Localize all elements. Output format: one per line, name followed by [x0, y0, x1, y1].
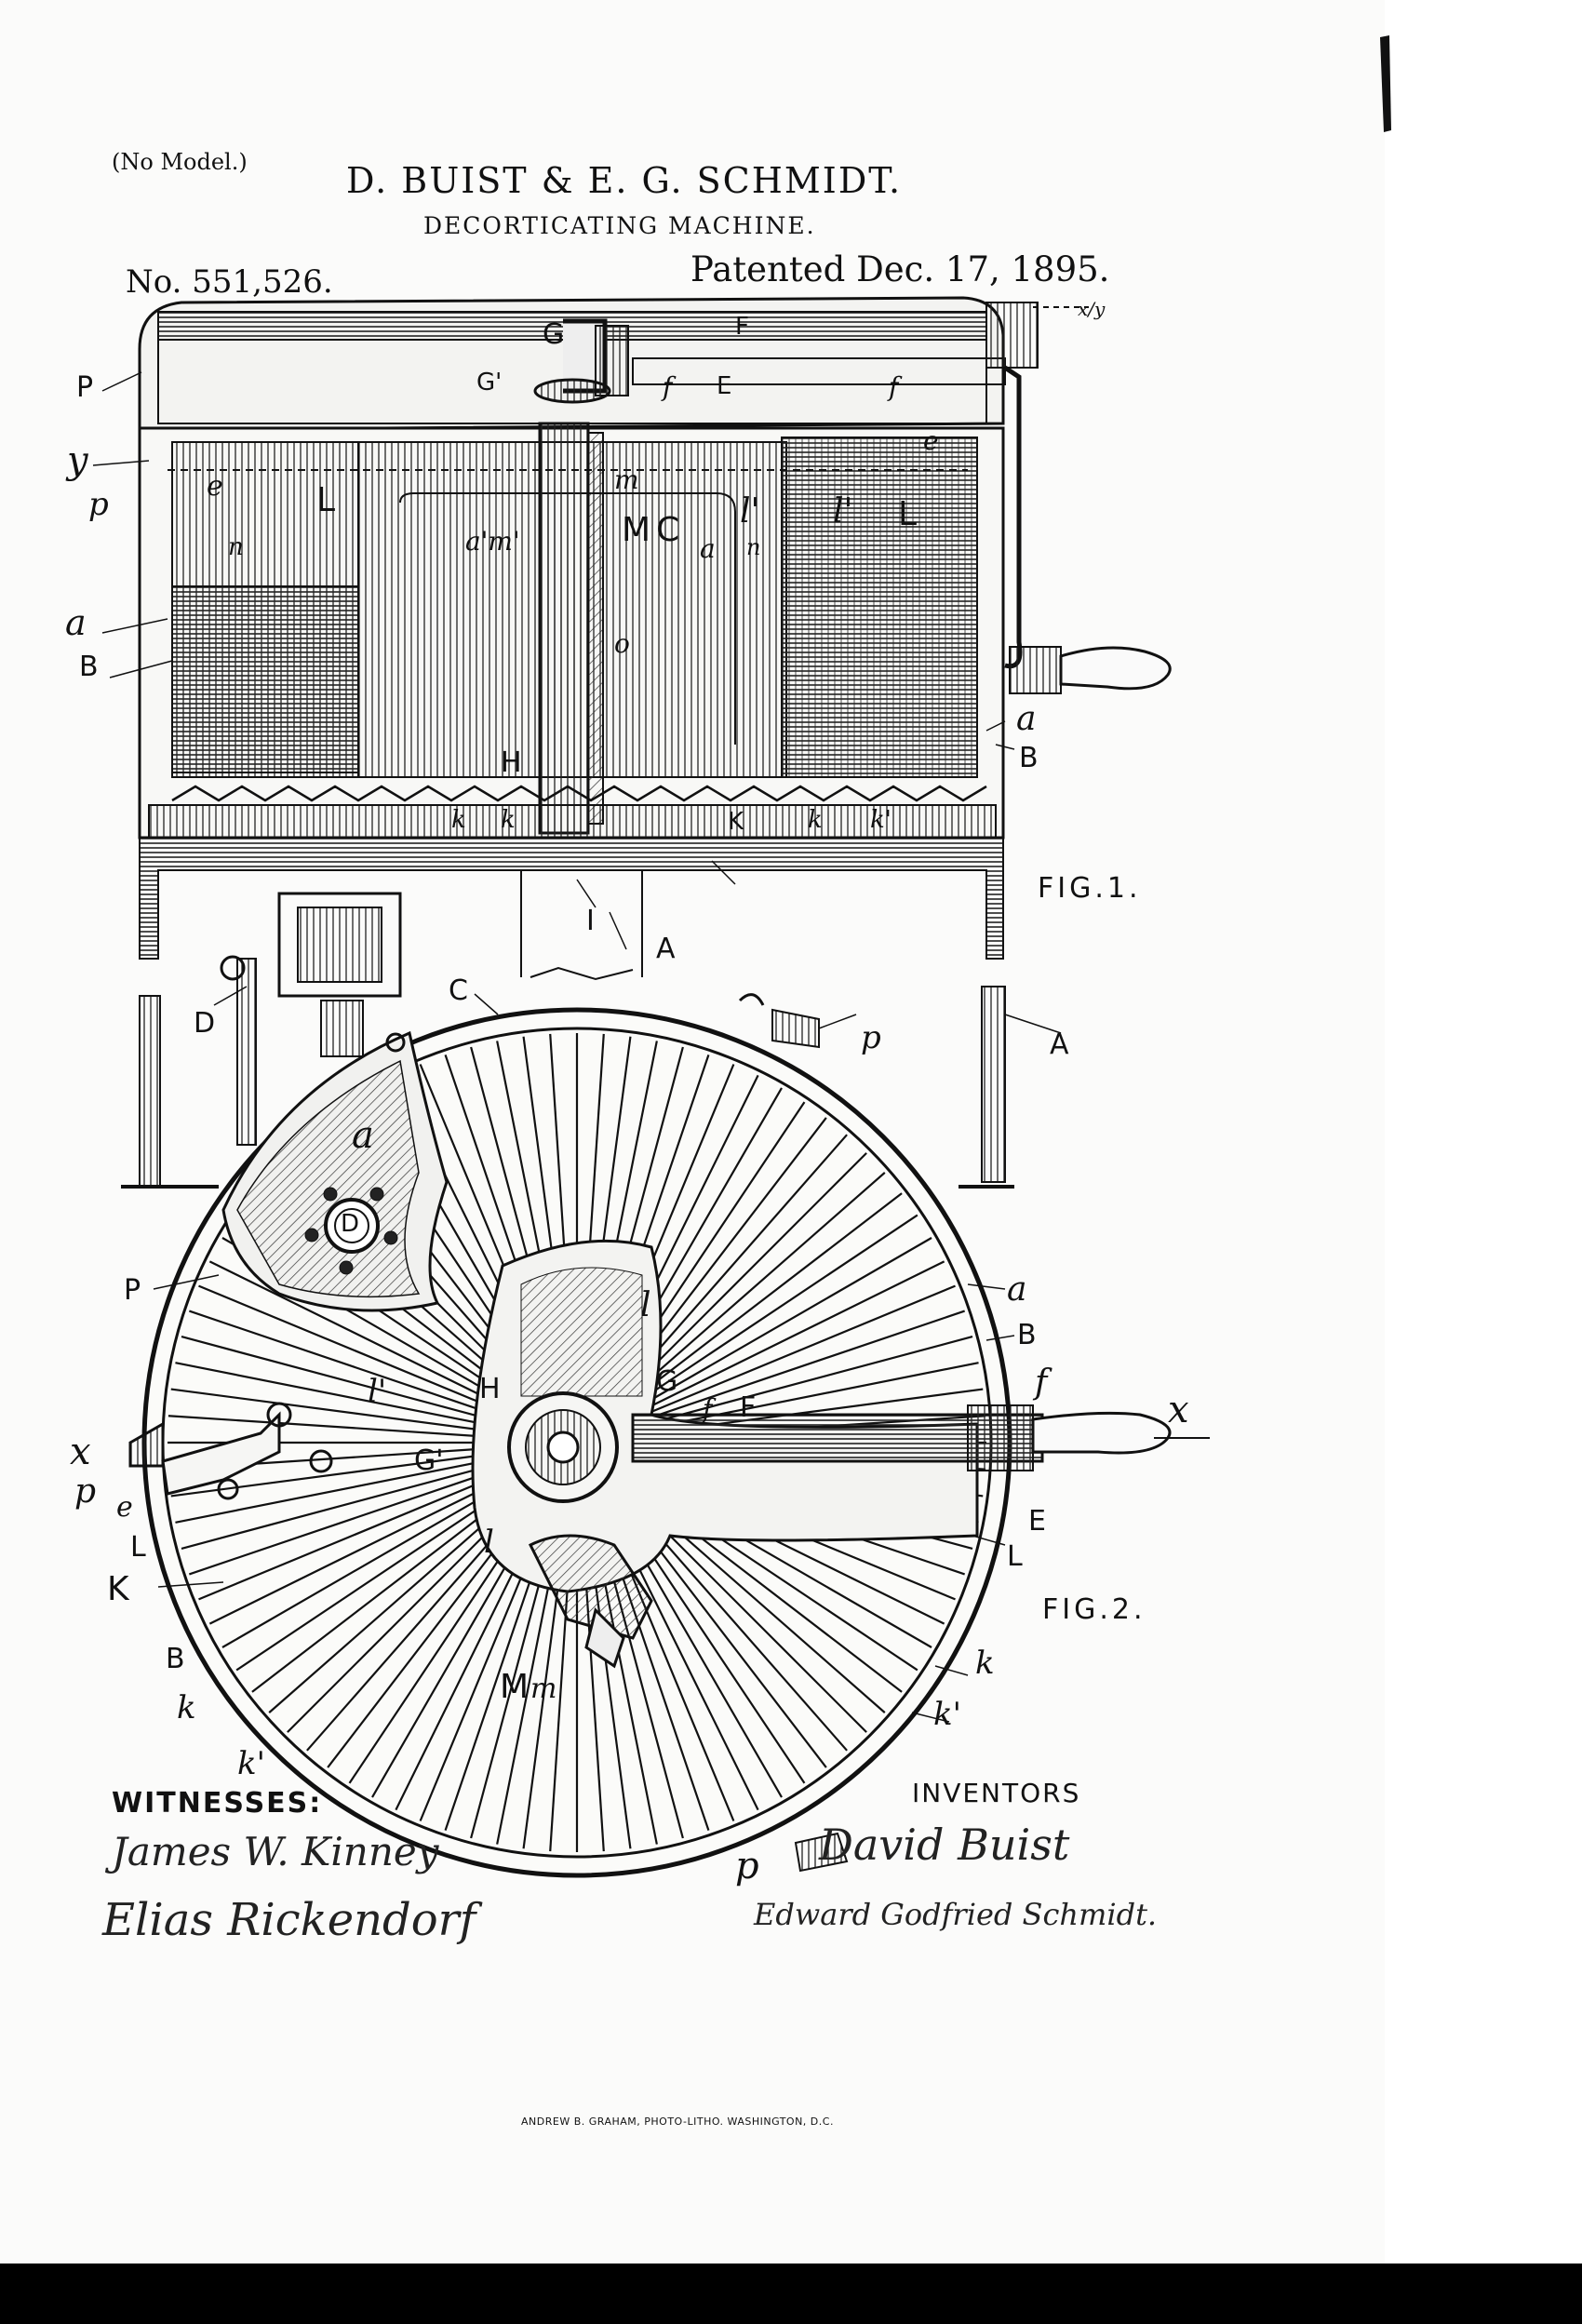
fig1-label-L-right: L	[898, 495, 918, 533]
fig2-label-x-right: x	[1168, 1389, 1189, 1431]
fig1-caption: FIG.1.	[1038, 872, 1142, 905]
fig1-label-x-over-y: x/y	[1078, 298, 1106, 320]
fig1-label-k2: k	[501, 806, 516, 834]
fig1-label-a-left: a	[65, 602, 87, 643]
fig2-label-K: K	[107, 1570, 129, 1608]
fig1-label-G-prime: G'	[476, 369, 503, 396]
fig2-label-k-left: k	[177, 1689, 196, 1726]
fig2-label-k-prime-bottom: k'	[237, 1745, 265, 1782]
fig2-label-B-left: B	[166, 1643, 185, 1675]
fig2-label-p-left: p	[74, 1472, 97, 1511]
fig1-label-o: o	[614, 628, 630, 659]
engraver-credit: ANDREW B. GRAHAM, PHOTO-LITHO. WASHINGTO…	[521, 2116, 834, 2128]
fig1-label-n-left: n	[228, 533, 244, 561]
inventors-title: D. BUIST & E. G. SCHMIDT.	[346, 160, 903, 201]
fig1-label-e-right: e	[923, 425, 939, 456]
scan-border	[0, 2264, 1582, 2324]
fig1-label-p: p	[88, 486, 109, 523]
fig1-label-M: M	[622, 511, 651, 549]
fig1-label-f-right: f	[889, 371, 899, 402]
patent-number: No. 551,526.	[126, 263, 333, 301]
fig1-label-l-prime: l'	[740, 492, 760, 531]
fig1-label-m-top: m	[614, 464, 639, 495]
fig1-label-a-right: a	[1016, 700, 1037, 738]
fig2-label-G: G	[656, 1365, 678, 1398]
fig1-label-a-prime-m-prime: a'm'	[465, 526, 520, 557]
fig1-label-A-mid: A	[656, 933, 676, 965]
fig2-label-p-bottom: p	[735, 1845, 759, 1887]
fig2-label-E: E	[1028, 1505, 1046, 1538]
fig1-label-a-mid: a	[700, 533, 716, 564]
fig2-label-x-left: x	[70, 1431, 91, 1473]
page-margin	[1385, 0, 1582, 2264]
fig2-label-L-right: L	[1007, 1540, 1023, 1573]
inventor-signature-1: David Buist	[819, 1820, 1070, 1870]
fig1-label-P: P	[76, 371, 94, 404]
fig1-label-f-left: f	[663, 371, 673, 402]
fig1-label-k-prime: k'	[870, 806, 892, 834]
patent-date: Patented Dec. 17, 1895.	[690, 249, 1110, 289]
no-model-note: (No Model.)	[112, 149, 248, 175]
fig2-label-B-right: B	[1017, 1319, 1037, 1351]
fig2-label-G-prime: G'	[414, 1444, 444, 1477]
fig2-label-f-center: f	[703, 1393, 713, 1424]
fig2-label-a-right: a	[1007, 1270, 1027, 1309]
fig1-label-l-prime-right: l'	[833, 492, 853, 531]
fig2-drawing	[128, 993, 1210, 1878]
fig1-label-k3: k	[808, 806, 823, 834]
fig2-label-C: C	[449, 974, 468, 1007]
fig2-caption: FIG.2.	[1042, 1593, 1146, 1626]
fig1-label-K: K	[728, 808, 744, 836]
fig1-label-F: F	[735, 313, 749, 341]
fig2-label-F: F	[740, 1391, 757, 1424]
fig1-label-B-left: B	[79, 651, 99, 683]
witness-signature-2: Elias Rickendorf	[102, 1894, 476, 1946]
machine-title: DECORTICATING MACHINE.	[423, 212, 816, 239]
witness-signature-1: James W. Kinney	[112, 1829, 439, 1874]
fig1-label-k1: k	[451, 806, 466, 834]
inventors-heading: INVENTORS	[912, 1778, 1081, 1808]
fig1-label-D: D	[194, 1007, 216, 1040]
fig2-label-m: m	[530, 1672, 557, 1705]
scan-mark	[1380, 35, 1391, 132]
fig2-label-l-lower: l	[484, 1524, 494, 1561]
fig2-label-H: H	[479, 1373, 501, 1405]
fig2-label-k-prime-right: k'	[933, 1696, 961, 1733]
fig1-label-y: y	[67, 439, 88, 482]
fig1-label-H: H	[501, 746, 522, 779]
fig2-label-f-right: f	[1035, 1364, 1048, 1402]
fig1-label-A-right: A	[1050, 1028, 1069, 1061]
fig1-drawing	[121, 296, 1172, 1189]
fig1-label-I: I	[586, 905, 595, 937]
fig1-label-B-right: B	[1019, 742, 1039, 774]
fig1-label-C: C	[656, 511, 680, 549]
fig1-label-n-mid: n	[746, 534, 761, 560]
fig2-label-e-left: e	[116, 1491, 133, 1524]
fig2-label-L-left: L	[130, 1531, 146, 1564]
fig2-label-l-top: l	[640, 1286, 651, 1324]
fig1-label-e-left: e	[207, 470, 223, 503]
fig2-label-l-prime: l'	[368, 1373, 387, 1410]
fig1-label-E: E	[717, 372, 732, 400]
fig2-label-P: P	[124, 1274, 141, 1307]
label-leader-lines	[92, 371, 1062, 1723]
inventor-signature-2: Edward Godfried Schmidt.	[754, 1897, 1158, 1932]
fig2-label-D: D	[341, 1210, 360, 1238]
fig2-label-p-top: p	[861, 1019, 881, 1056]
fig2-label-k-right: k	[975, 1645, 995, 1682]
fig1-label-G-top: G	[543, 318, 565, 351]
fig2-label-M: M	[500, 1668, 530, 1706]
witnesses-heading: WITNESSES:	[112, 1787, 323, 1820]
fig2-label-a-top: a	[352, 1114, 374, 1157]
fig1-label-L-left: L	[316, 481, 336, 519]
